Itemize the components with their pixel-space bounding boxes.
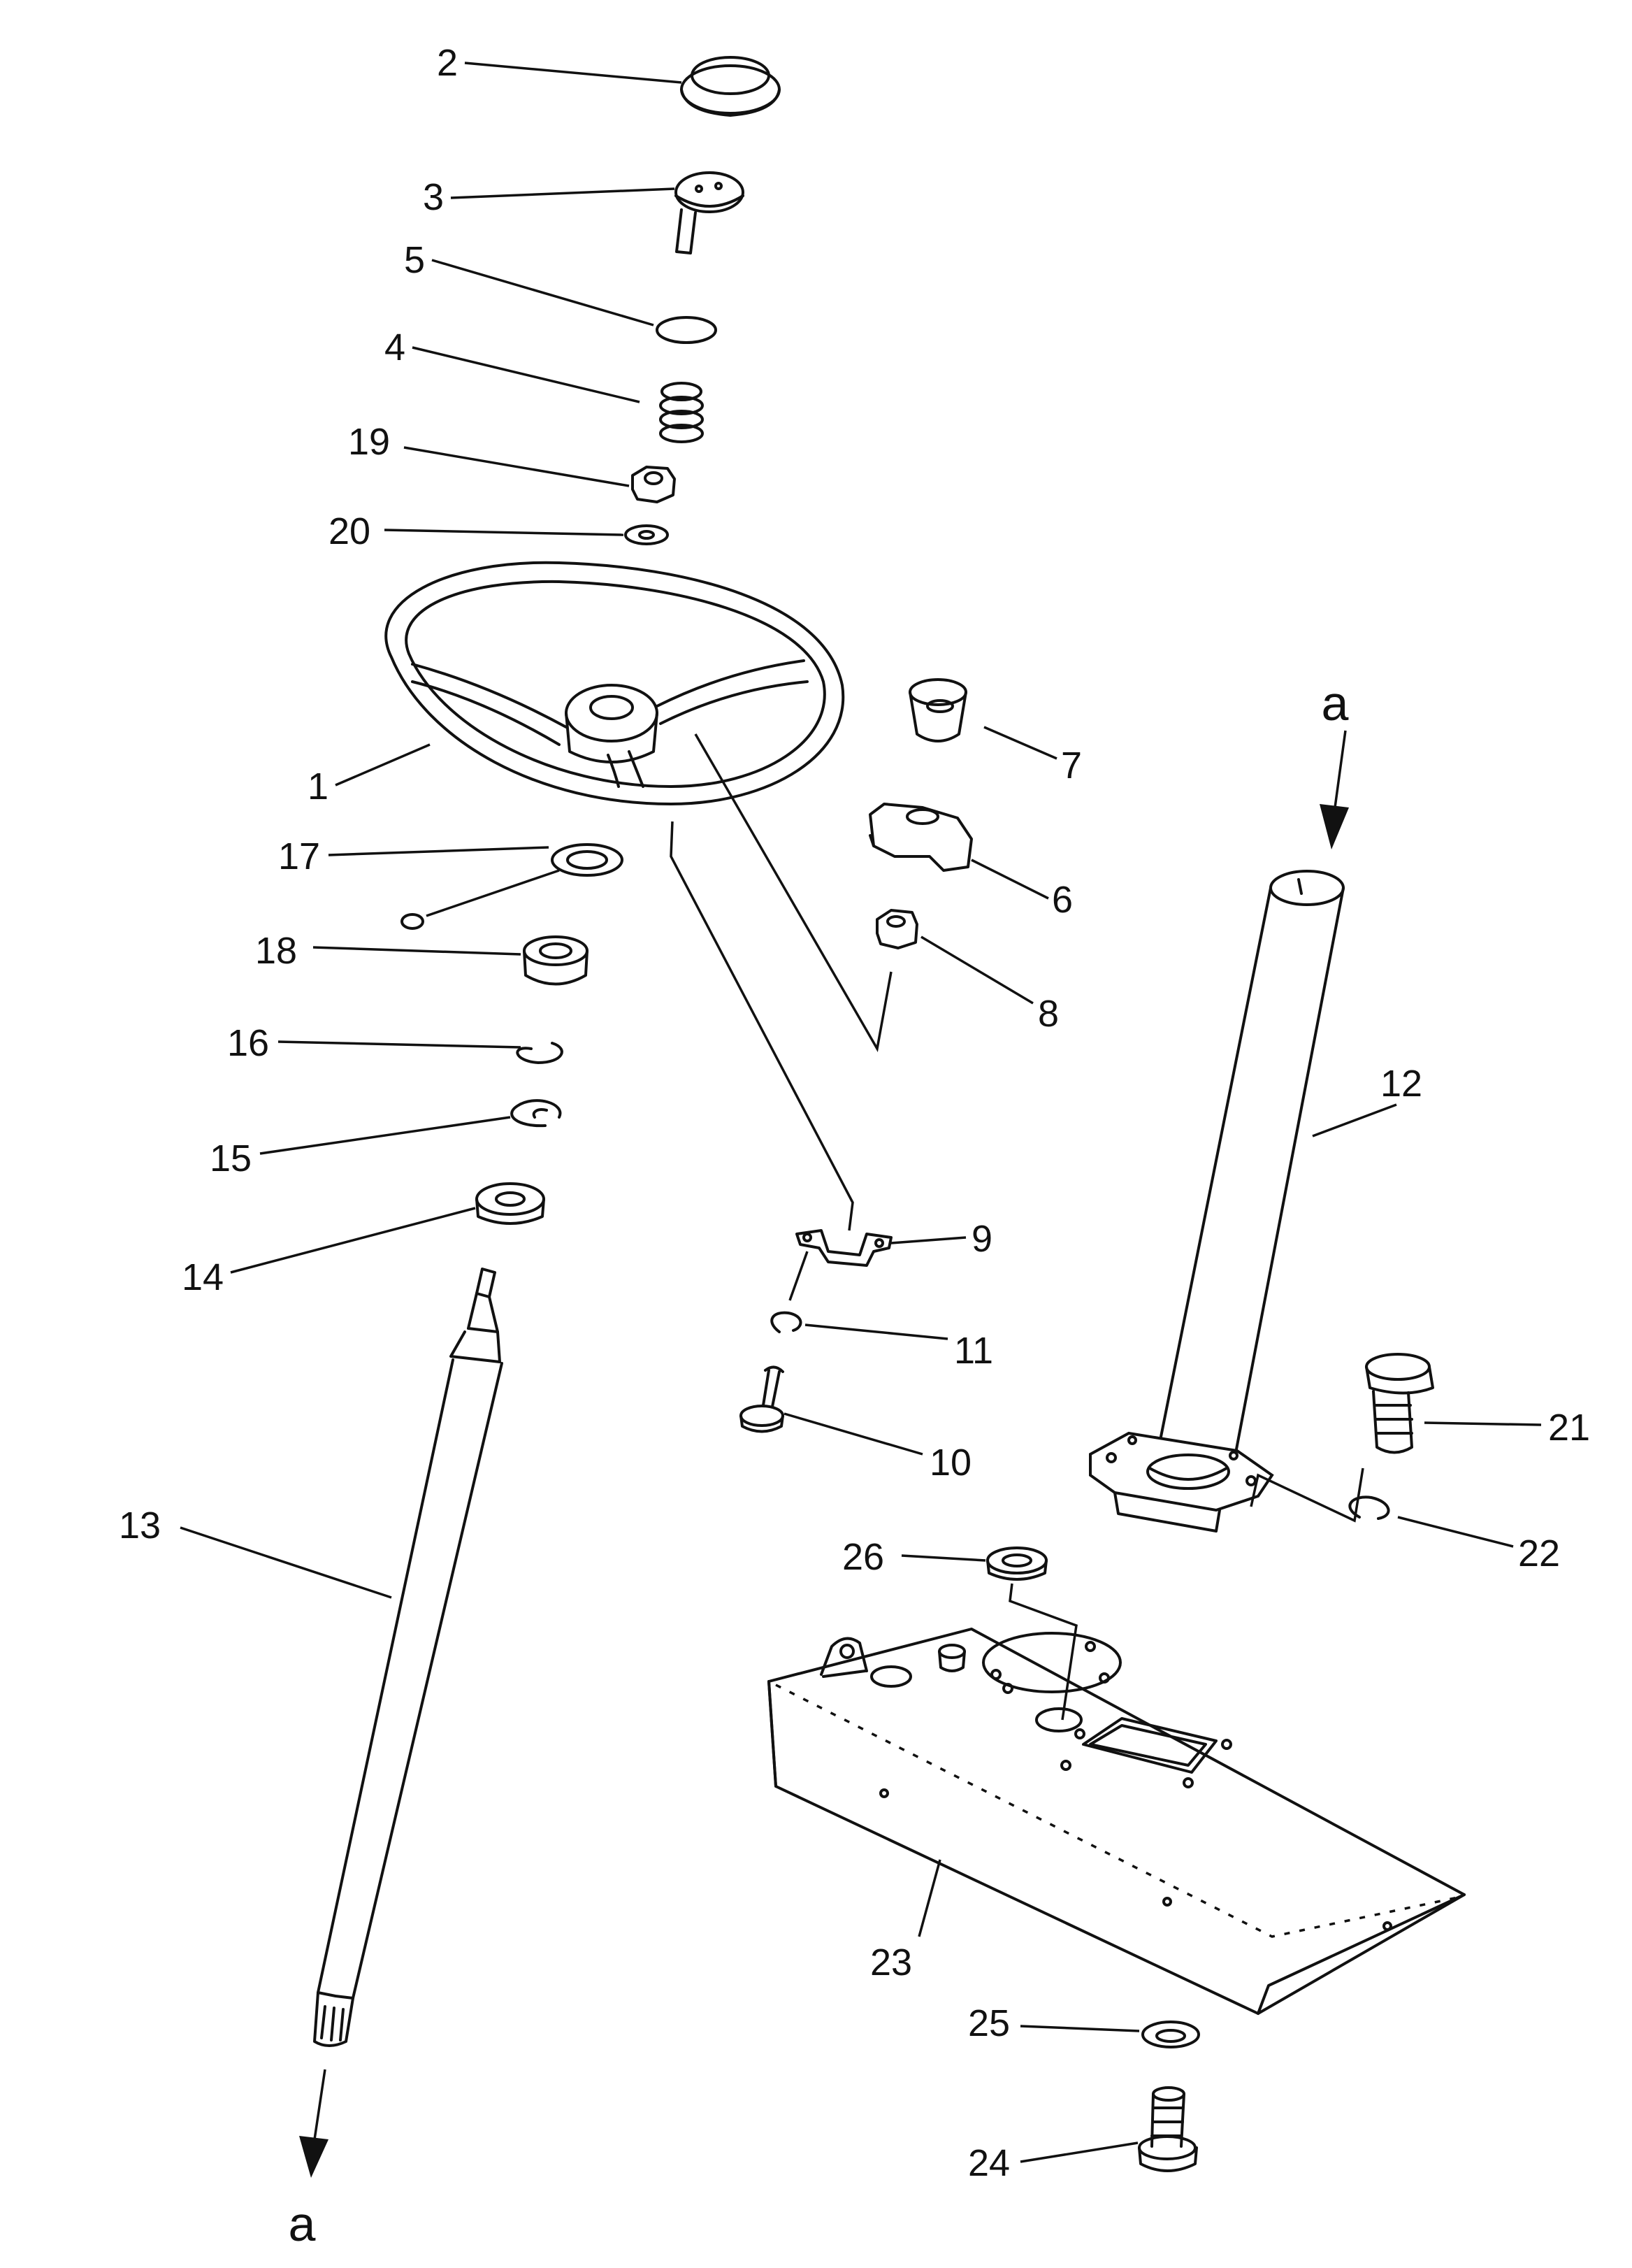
console-cover xyxy=(767,1628,1466,2015)
bolt-24 xyxy=(1138,2086,1198,2172)
callout-13: 13 xyxy=(119,1505,161,1546)
washer-17 xyxy=(400,843,623,930)
reference-arrow-bottom: a xyxy=(289,2069,328,2251)
callout-16: 16 xyxy=(227,1022,269,1064)
callout-labels: 1 2 3 4 5 6 7 8 9 10 11 12 13 14 15 16 1… xyxy=(119,42,1590,2184)
knob-nut xyxy=(876,909,918,949)
clamp-bracket xyxy=(795,1229,893,1267)
callout-20: 20 xyxy=(328,510,370,552)
reference-label-bottom: a xyxy=(289,2197,316,2251)
knob-bracket xyxy=(869,803,973,872)
reference-arrow-top: a xyxy=(1320,676,1349,849)
callout-12: 12 xyxy=(1380,1063,1422,1105)
callout-19: 19 xyxy=(348,421,390,463)
callout-24: 24 xyxy=(968,2142,1010,2184)
bolt-10 xyxy=(739,1365,784,1433)
callout-17: 17 xyxy=(278,835,320,877)
callout-6: 6 xyxy=(1052,879,1073,921)
callout-25: 25 xyxy=(968,2002,1010,2044)
o-ring xyxy=(656,316,717,344)
spring xyxy=(659,382,704,443)
callout-4: 4 xyxy=(384,326,405,368)
callout-10: 10 xyxy=(930,1442,972,1484)
steering-nut xyxy=(631,466,676,503)
leader-lines xyxy=(180,62,1542,2163)
callout-9: 9 xyxy=(972,1218,992,1260)
callout-26: 26 xyxy=(842,1536,884,1578)
callout-2: 2 xyxy=(437,42,458,84)
assembly-leader-8 xyxy=(694,733,893,1053)
bushing xyxy=(523,935,588,986)
callout-22: 22 xyxy=(1518,1533,1560,1574)
washer-20 xyxy=(624,524,669,545)
callout-23: 23 xyxy=(870,1942,912,1983)
callout-5: 5 xyxy=(404,239,425,281)
column-tube xyxy=(1089,870,1345,1533)
knob-cap xyxy=(909,678,967,742)
assembly-leader-9 xyxy=(670,821,854,1231)
bearing xyxy=(475,1182,545,1225)
grommet xyxy=(986,1546,1048,1581)
callout-7: 7 xyxy=(1061,745,1082,787)
lock-washer-22 xyxy=(1348,1495,1390,1520)
snap-ring-16 xyxy=(516,1042,563,1064)
leader-26 xyxy=(1009,1583,1078,1721)
callout-8: 8 xyxy=(1038,993,1059,1035)
bolt-21 xyxy=(1365,1353,1434,1454)
leader-12-22 xyxy=(1250,1467,1364,1523)
steering-wheel xyxy=(384,561,845,805)
horn-contact xyxy=(674,171,744,254)
leader-9-11 xyxy=(788,1251,809,1301)
reference-label-top: a xyxy=(1322,676,1349,731)
callout-14: 14 xyxy=(182,1256,224,1298)
horn-cap xyxy=(680,56,781,117)
callout-1: 1 xyxy=(308,766,328,808)
callout-3: 3 xyxy=(423,176,444,218)
steering-shaft xyxy=(313,1268,503,2047)
washer-25 xyxy=(1141,2021,1200,2048)
lock-washer-11 xyxy=(770,1311,802,1333)
callout-21: 21 xyxy=(1548,1407,1590,1449)
callout-18: 18 xyxy=(255,930,297,972)
callout-15: 15 xyxy=(210,1137,252,1179)
callout-11: 11 xyxy=(954,1330,993,1372)
snap-ring-15 xyxy=(510,1099,562,1128)
